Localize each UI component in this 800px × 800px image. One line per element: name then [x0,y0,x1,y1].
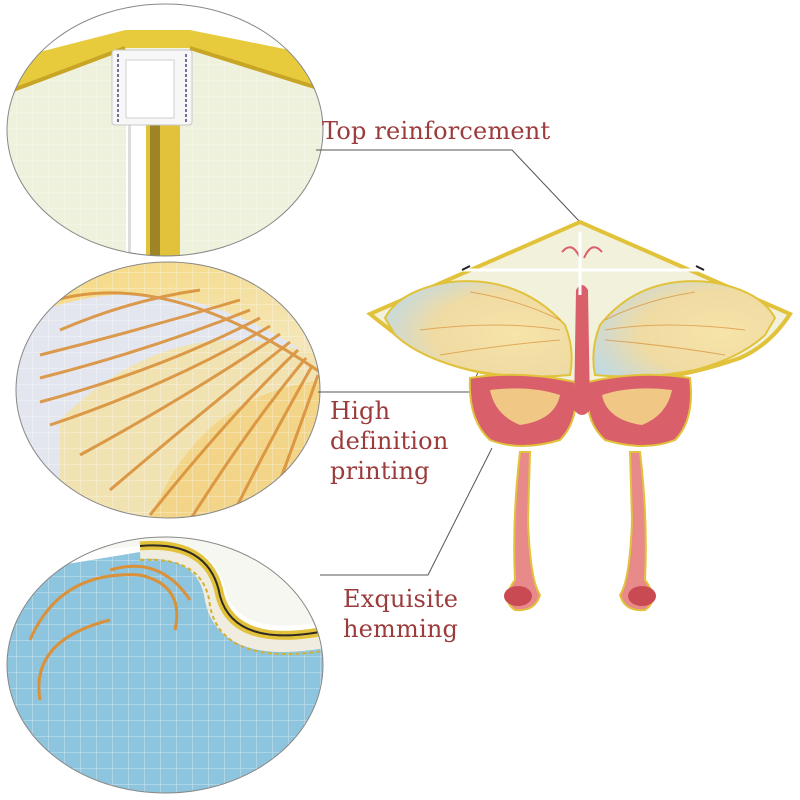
callout-high-definition-printing: High definition printing [330,396,448,486]
printing-closeup [15,261,321,519]
callout-top-reinforcement: Top reinforcement [322,117,551,145]
callout-exquisite-hemming: Exquisite hemming [343,584,458,644]
callout-line: printing [330,457,430,485]
callout-line: hemming [343,615,459,643]
leader-top-reinforcement [316,149,581,223]
callout-line: definition [330,427,449,455]
top-reinforcement-closeup [6,3,324,257]
hemming-closeup [6,536,324,794]
leader-hemming [320,447,493,576]
callout-line: High [330,397,391,425]
leader-printing [318,371,479,393]
callout-line: Exquisite [343,585,459,613]
butterfly-kite [366,219,793,612]
